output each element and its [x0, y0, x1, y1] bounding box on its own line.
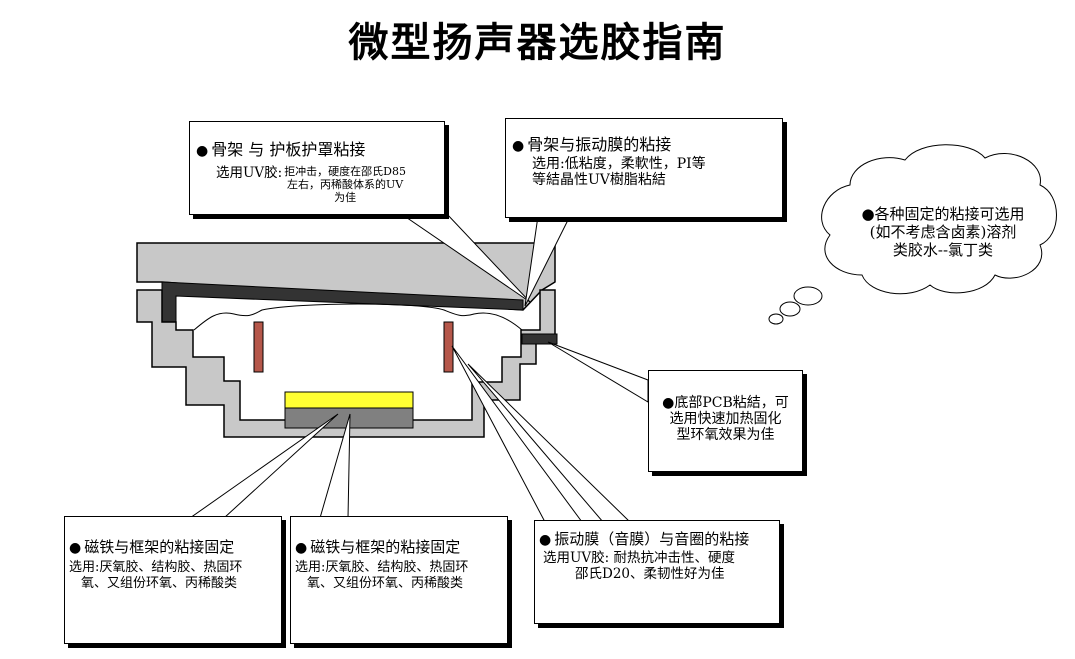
speaker-frame: [136, 289, 556, 438]
bullet-icon: ●: [539, 532, 552, 548]
diaphragm: [193, 303, 523, 331]
bullet-icon: ●: [69, 540, 82, 556]
bullet-icon: ●: [662, 395, 675, 411]
guard-plate: [136, 242, 556, 311]
magnet: [284, 391, 414, 409]
thought-cloud: [768, 144, 1057, 325]
voice-coil-left: [253, 321, 264, 373]
page-title: 微型扬声器选胶指南: [348, 20, 727, 66]
callout-diaphragm-coil: ●振动膜（音膜）与音圈的粘接 选用UV胶: 耐热抗冲击性、硬度 邵氏D20、柔韧…: [534, 520, 780, 624]
callout-skeleton-guard: ●骨架 与 护板护罩粘接 选用UV胶: 拒冲击，硬度在邵氏D85 左右，丙稀酸体…: [189, 121, 445, 215]
bullet-icon: ●: [295, 540, 308, 556]
cloud-note: ●各种固定的粘接可选用 (如不考虑含卤素)溶剂 类胶水--氯丁类: [861, 205, 1025, 259]
voice-coil-right: [443, 321, 454, 373]
callout-magnet-frame-2: ●磁铁与框架的粘接固定 选用:厌氧胶、结构胶、热固环 氧、又组份环氧、丙稀酸类: [290, 516, 508, 644]
bullet-icon: ●: [512, 138, 525, 154]
callout-magnet-frame-1: ●磁铁与框架的粘接固定 选用:厌氧胶、结构胶、热固环 氧、又组份环氧、丙稀酸类: [64, 516, 282, 644]
bottom-pcb: [521, 333, 558, 345]
bullet-icon: ●: [196, 143, 209, 159]
callout-pcb: ●底部PCB粘結，可 选用快速加热固化 型环氧效果为佳: [648, 370, 803, 472]
bullet-icon: ●: [861, 205, 875, 223]
callout-skeleton-diaphragm: ●骨架与振动膜的粘接 选用:低粘度，柔軟性，PI等 等結晶性UV樹脂粘結: [505, 118, 783, 218]
